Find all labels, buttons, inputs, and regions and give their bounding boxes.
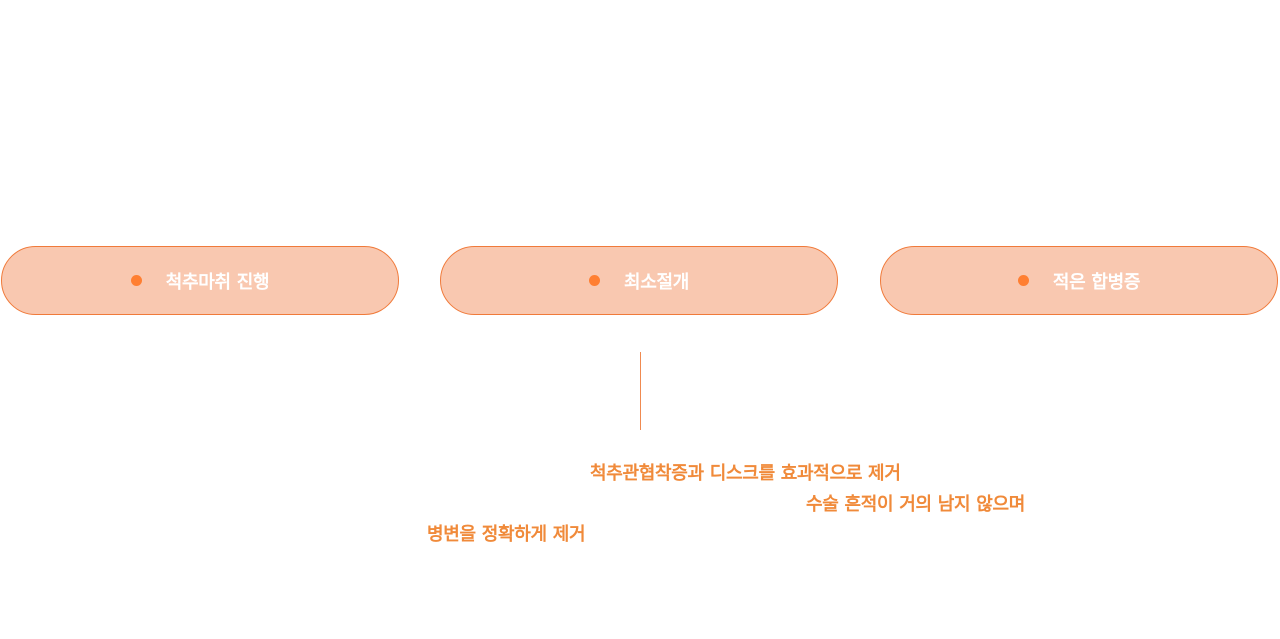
- bullet-dot-icon: [130, 275, 142, 286]
- bullet-dot-icon: [1017, 275, 1029, 286]
- feature-pill-few-complications: 적은 합병증: [880, 246, 1278, 315]
- feature-pill-label: 최소절개: [623, 271, 690, 293]
- bullet-dot-icon: [588, 275, 600, 286]
- description-line-2: 수술 흔적이 거의 남지 않으며: [806, 494, 1025, 515]
- feature-pill-minimal-incision: 최소절개: [440, 246, 838, 315]
- description-line-3: 병변을 정확하게 제거: [427, 524, 586, 545]
- feature-pill-spinal-anesthesia: 척추마취 진행: [1, 246, 399, 315]
- feature-pill-label: 적은 합병증: [1052, 271, 1141, 293]
- feature-pill-label: 척추마취 진행: [165, 271, 270, 293]
- vertical-connector-line: [640, 352, 641, 430]
- description-line-1: 척추관협착증과 디스크를 효과적으로 제거: [590, 463, 901, 484]
